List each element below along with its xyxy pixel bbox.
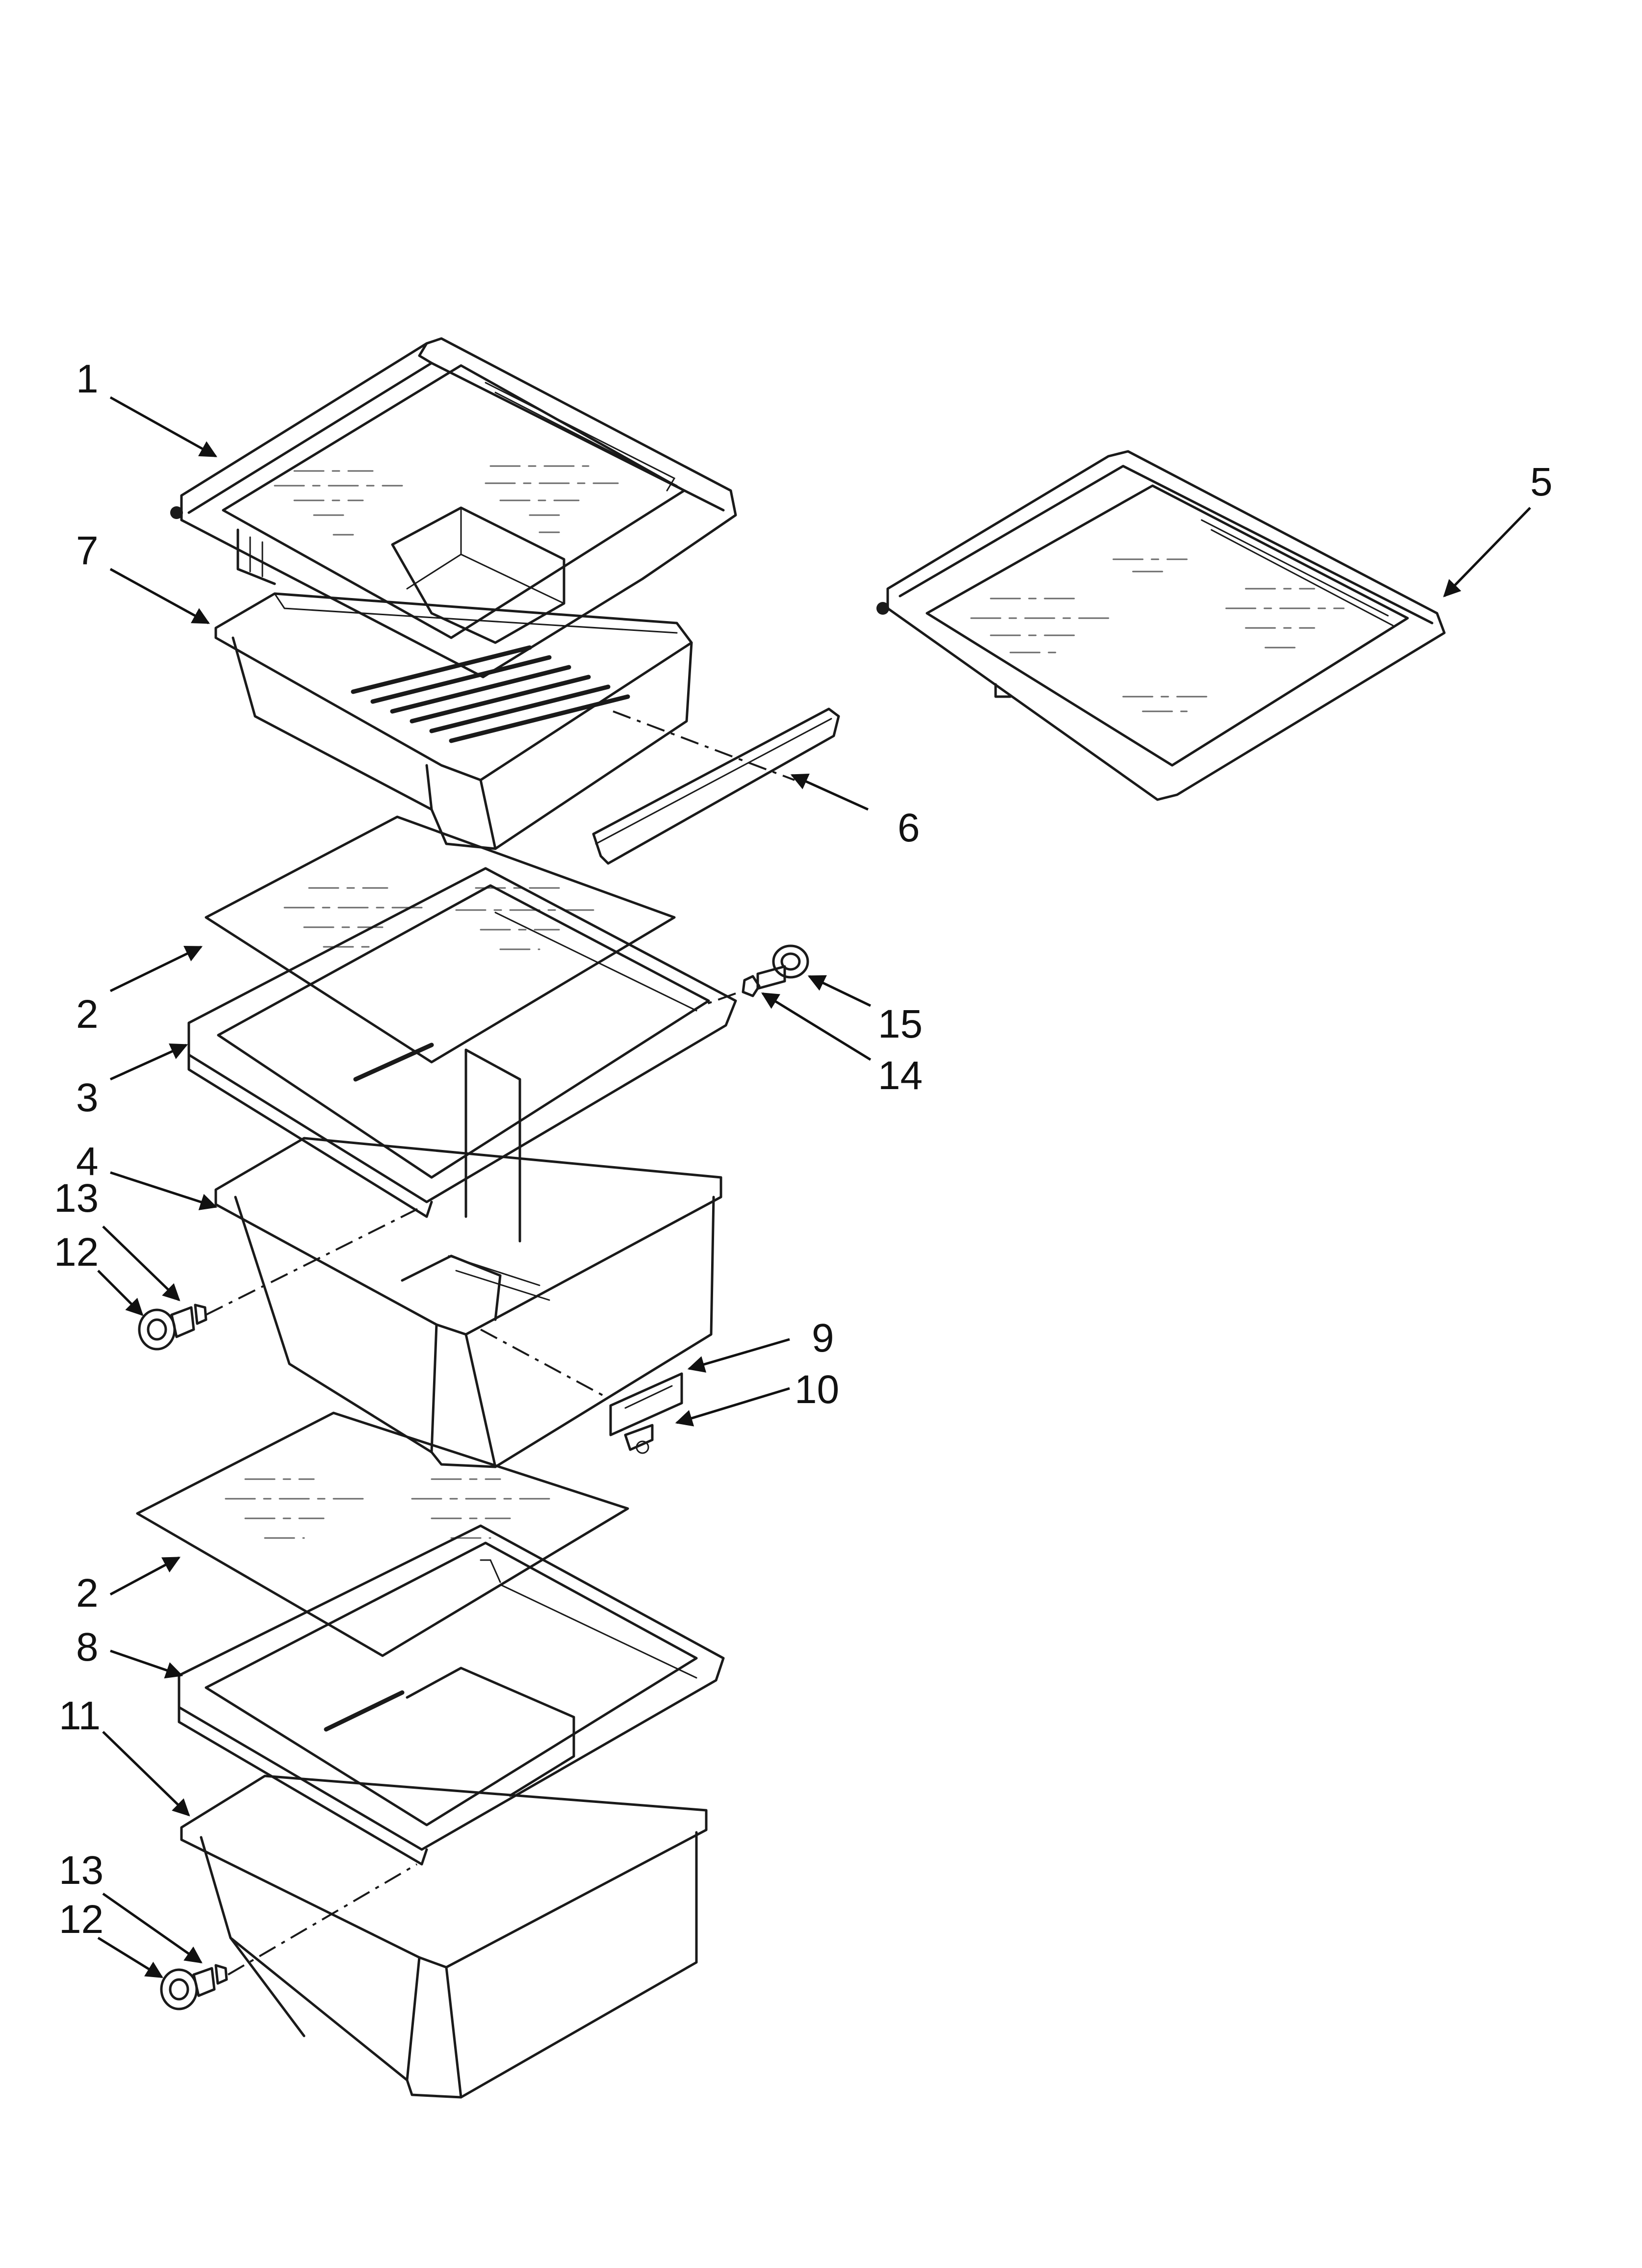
part-7-upper-bin [214, 592, 693, 850]
part-13-axle-upper [170, 1303, 207, 1338]
part-3-upper-crisper-frame [187, 867, 737, 1218]
leader-10 [675, 1387, 790, 1427]
leader-13-lower [102, 1892, 203, 1964]
part-14-axle [742, 965, 786, 997]
part-15-wheel [772, 944, 809, 979]
callout-12-lower: 12 [59, 1897, 103, 1942]
callout-leaders [97, 396, 1531, 1979]
alignment-line-wheel-lower [227, 1863, 418, 1976]
callout-3: 3 [76, 1075, 99, 1120]
leader-9 [687, 1338, 790, 1373]
leader-11 [102, 1731, 190, 1817]
part-5-glass-shelf [876, 450, 1446, 801]
part-13-axle-lower [192, 1964, 228, 1997]
alignment-line-axle [701, 992, 736, 1007]
leader-15 [807, 975, 872, 1007]
leader-3 [109, 1043, 188, 1081]
part-6-shelf-trim [592, 707, 840, 865]
callout-8: 8 [76, 1625, 99, 1669]
alignment-line-bracket [480, 1329, 609, 1399]
part-12-wheel-lower [160, 1968, 198, 2010]
part-4-upper-crisper-drawer [214, 1048, 722, 1468]
callout-12-upper: 12 [54, 1230, 99, 1275]
callout-6: 6 [898, 806, 920, 850]
leader-14 [761, 992, 872, 1061]
callout-11: 11 [59, 1694, 101, 1738]
callout-1: 1 [76, 357, 99, 401]
part-12-wheel-upper [138, 1308, 176, 1351]
part-1-upper-shelf-frame [170, 337, 737, 678]
callout-labels: 1 7 5 6 2 3 4 15 14 13 12 9 10 2 8 11 13… [54, 357, 1553, 1942]
part-10-clip [624, 1424, 654, 1454]
leader-4 [110, 1171, 218, 1210]
leader-5 [1443, 507, 1531, 598]
part-9-bracket [609, 1372, 683, 1436]
leader-2-lower [109, 1556, 181, 1596]
leader-12-upper [97, 1270, 144, 1316]
leader-12-lower [97, 1936, 163, 1979]
callout-4: 4 [76, 1139, 99, 1184]
callout-10: 10 [795, 1367, 839, 1412]
callout-15: 15 [878, 1002, 923, 1046]
part-11-lower-crisper-drawer [180, 1774, 708, 2099]
alignment-line-trim [613, 710, 795, 781]
callout-2-lower: 2 [76, 1571, 99, 1616]
callout-5: 5 [1530, 460, 1553, 504]
callout-7: 7 [76, 528, 99, 573]
alignment-line-wheel-upper [205, 1206, 422, 1316]
leader-1 [109, 396, 218, 458]
callout-2-upper: 2 [76, 992, 99, 1037]
leader-6 [790, 774, 869, 811]
callout-14: 14 [878, 1053, 923, 1098]
callout-13-upper: 13 [54, 1176, 99, 1221]
part-2-upper-glass [205, 815, 676, 1064]
leader-2-upper [109, 945, 203, 992]
callout-9: 9 [812, 1316, 834, 1360]
leader-8 [110, 1649, 183, 1679]
leader-7 [109, 568, 210, 625]
part-8-lower-crisper-frame [178, 1524, 725, 1866]
part-2-lower-glass [136, 1411, 629, 1657]
leader-13-upper [102, 1225, 180, 1302]
callout-13-lower: 13 [59, 1848, 103, 1893]
